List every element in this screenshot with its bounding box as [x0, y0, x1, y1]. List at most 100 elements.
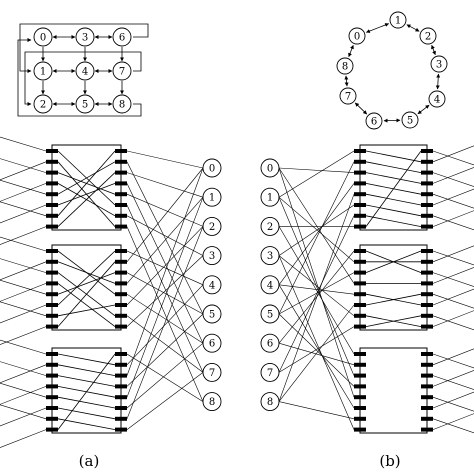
node-circle	[430, 55, 448, 73]
output-link	[432, 418, 474, 434]
input-link	[0, 304, 47, 324]
node-label: 6	[119, 33, 125, 44]
grid-node: 2	[33, 94, 53, 114]
caption-b: (b)	[379, 452, 400, 470]
input-node: 5	[260, 304, 280, 324]
node-circle	[339, 87, 357, 105]
node-label: 8	[267, 397, 273, 408]
port-pin	[354, 259, 366, 264]
grid-node: 7	[112, 61, 132, 81]
internal-link	[365, 161, 422, 173]
internal-link	[57, 261, 116, 284]
port-pin	[46, 416, 58, 421]
node-label: 1	[267, 193, 273, 204]
ring-edge-arrow	[431, 44, 436, 56]
wrap-arrow	[24, 51, 142, 106]
port-pin	[421, 292, 433, 297]
port-pin	[46, 281, 58, 286]
internal-link	[365, 172, 422, 184]
port-pin	[421, 181, 433, 186]
internal-link	[365, 150, 422, 227]
port-pin	[115, 395, 127, 400]
node-circle	[202, 275, 222, 295]
port-pin	[46, 192, 58, 197]
output-node: 3	[202, 246, 222, 266]
port-pin	[354, 159, 366, 164]
input-link	[278, 284, 355, 295]
output-link	[126, 226, 204, 306]
internal-link	[365, 315, 422, 327]
port-pin	[115, 270, 127, 275]
output-link	[432, 293, 474, 309]
port-pin	[354, 213, 366, 218]
output-link	[432, 353, 474, 369]
input-link	[278, 204, 355, 256]
port-pin	[115, 373, 127, 378]
internal-link	[57, 161, 116, 195]
output-node: 5	[202, 304, 222, 324]
output-link	[126, 284, 204, 366]
output-node: 0	[202, 158, 222, 178]
node-circle	[202, 158, 222, 178]
input-link	[278, 167, 355, 284]
node-circle	[401, 111, 419, 129]
port-pin	[354, 406, 366, 410]
output-link	[432, 210, 474, 227]
node-circle	[260, 304, 280, 324]
port-pin	[421, 362, 433, 367]
node-circle	[112, 61, 132, 81]
node-circle	[336, 57, 354, 75]
input-link	[0, 429, 47, 448]
input-node: 4	[260, 275, 280, 295]
port-pin	[115, 303, 127, 307]
wrap-arrow	[19, 23, 149, 73]
node-label: 4	[434, 95, 440, 106]
port-pin	[354, 249, 366, 253]
grid-node: 1	[33, 61, 53, 81]
port-pin	[421, 270, 433, 275]
input-link	[0, 179, 47, 195]
input-link	[0, 339, 47, 355]
node-circle	[112, 27, 132, 47]
input-link	[278, 167, 355, 173]
node-circle	[112, 94, 132, 114]
node-circle	[419, 27, 437, 45]
input-link	[0, 183, 47, 202]
input-link	[0, 201, 47, 217]
port-pin	[354, 352, 366, 356]
node-label: 7	[345, 92, 351, 103]
node-circle	[75, 94, 95, 114]
port-pin	[354, 224, 366, 229]
input-link	[0, 404, 47, 420]
port-pin	[46, 324, 58, 329]
node-label: 0	[209, 164, 215, 175]
port-pin	[421, 192, 433, 197]
input-node: 6	[260, 333, 280, 353]
port-pin	[115, 281, 127, 286]
ring-node: 3	[430, 55, 448, 73]
output-link	[126, 183, 204, 344]
ring-node: 2	[419, 27, 437, 45]
node-label: 5	[209, 310, 215, 321]
node-label: 7	[209, 368, 215, 379]
input-link	[278, 197, 355, 376]
node-circle	[202, 246, 222, 266]
node-label: 0	[40, 33, 46, 44]
input-link	[0, 236, 47, 252]
port-pin	[115, 292, 127, 297]
port-pin	[354, 324, 366, 329]
node-circle	[33, 94, 53, 114]
port-pin	[46, 362, 58, 367]
internal-link	[365, 193, 422, 206]
port-pin	[115, 352, 127, 356]
internal-link	[365, 204, 422, 217]
node-label: 0	[354, 32, 360, 43]
node-label: 2	[209, 222, 215, 233]
output-node: 1	[202, 187, 222, 207]
port-pin	[354, 395, 366, 400]
switch-block	[51, 347, 122, 434]
output-link	[432, 348, 474, 366]
output-link	[432, 288, 474, 306]
